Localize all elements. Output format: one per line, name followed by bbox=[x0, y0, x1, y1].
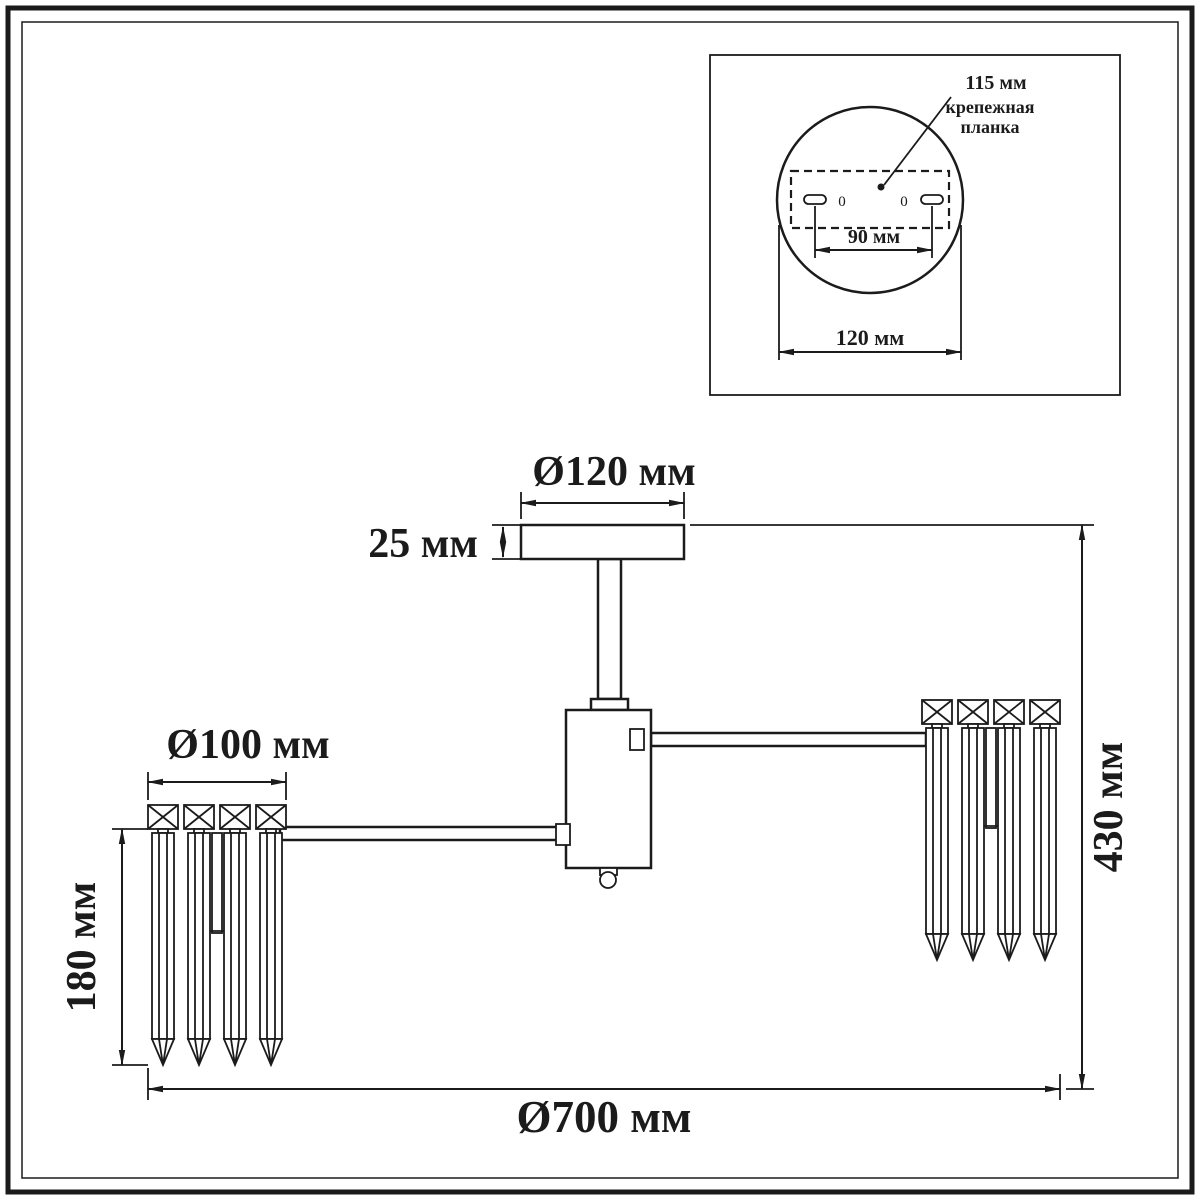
shade-height-label: 180 мм bbox=[59, 882, 105, 1013]
stem-flange bbox=[589, 697, 630, 712]
canopy-diameter-label: Ø120 мм bbox=[532, 449, 695, 495]
plate-offset-label: 115 мм bbox=[965, 72, 1026, 94]
stem-tube bbox=[596, 557, 623, 701]
hole-mark-left: 0 bbox=[838, 194, 846, 210]
crystal-prism bbox=[147, 804, 179, 1066]
crystal-prism bbox=[219, 804, 251, 1066]
fixture-drawing bbox=[147, 523, 1061, 1066]
crystal-prism bbox=[921, 699, 953, 961]
ceiling-canopy bbox=[519, 523, 686, 561]
right-lamp-rod bbox=[985, 727, 997, 829]
total-height-label: 430 мм bbox=[1086, 742, 1132, 873]
crystal-prism bbox=[1029, 699, 1061, 961]
holes-spacing-label: 90 мм bbox=[848, 226, 900, 248]
crystal-prism bbox=[183, 804, 215, 1066]
leader-line bbox=[883, 96, 952, 186]
crystal-prism bbox=[255, 804, 287, 1066]
mounting-slot-right bbox=[920, 194, 944, 205]
left-arm-connector bbox=[555, 823, 571, 846]
left-arm bbox=[278, 825, 568, 842]
inner-frame bbox=[21, 21, 1179, 1179]
mounting-slot-left bbox=[803, 194, 827, 205]
knob-ball bbox=[599, 871, 617, 889]
plate-name-line1: крепежная bbox=[946, 97, 1035, 117]
leader-dot bbox=[877, 183, 885, 191]
left-lamp-rod bbox=[211, 832, 223, 934]
base-diameter-label: 120 мм bbox=[836, 325, 904, 350]
plate-name-line2: планка bbox=[961, 117, 1020, 137]
right-arm-connector bbox=[629, 728, 645, 751]
mounting-plate-outline bbox=[789, 169, 951, 230]
inset-box bbox=[709, 54, 1121, 396]
mount-detail-inset: 0 0 115 мм крепежная планка 90 мм 120 мм bbox=[709, 54, 1121, 396]
ceiling-base-circle bbox=[775, 105, 965, 295]
total-width-label: Ø700 мм bbox=[516, 1092, 691, 1142]
canopy-height-label: 25 мм bbox=[368, 521, 478, 567]
crystal-prism bbox=[993, 699, 1025, 961]
crystal-prism bbox=[957, 699, 989, 961]
outer-frame bbox=[5, 5, 1195, 1195]
hole-mark-right: 0 bbox=[900, 194, 908, 210]
shade-diameter-label: Ø100 мм bbox=[166, 722, 329, 768]
right-arm bbox=[649, 731, 928, 748]
dimension-annotations: Ø120 мм 25 мм Ø100 мм 180 мм 430 мм Ø700… bbox=[59, 449, 1132, 1142]
